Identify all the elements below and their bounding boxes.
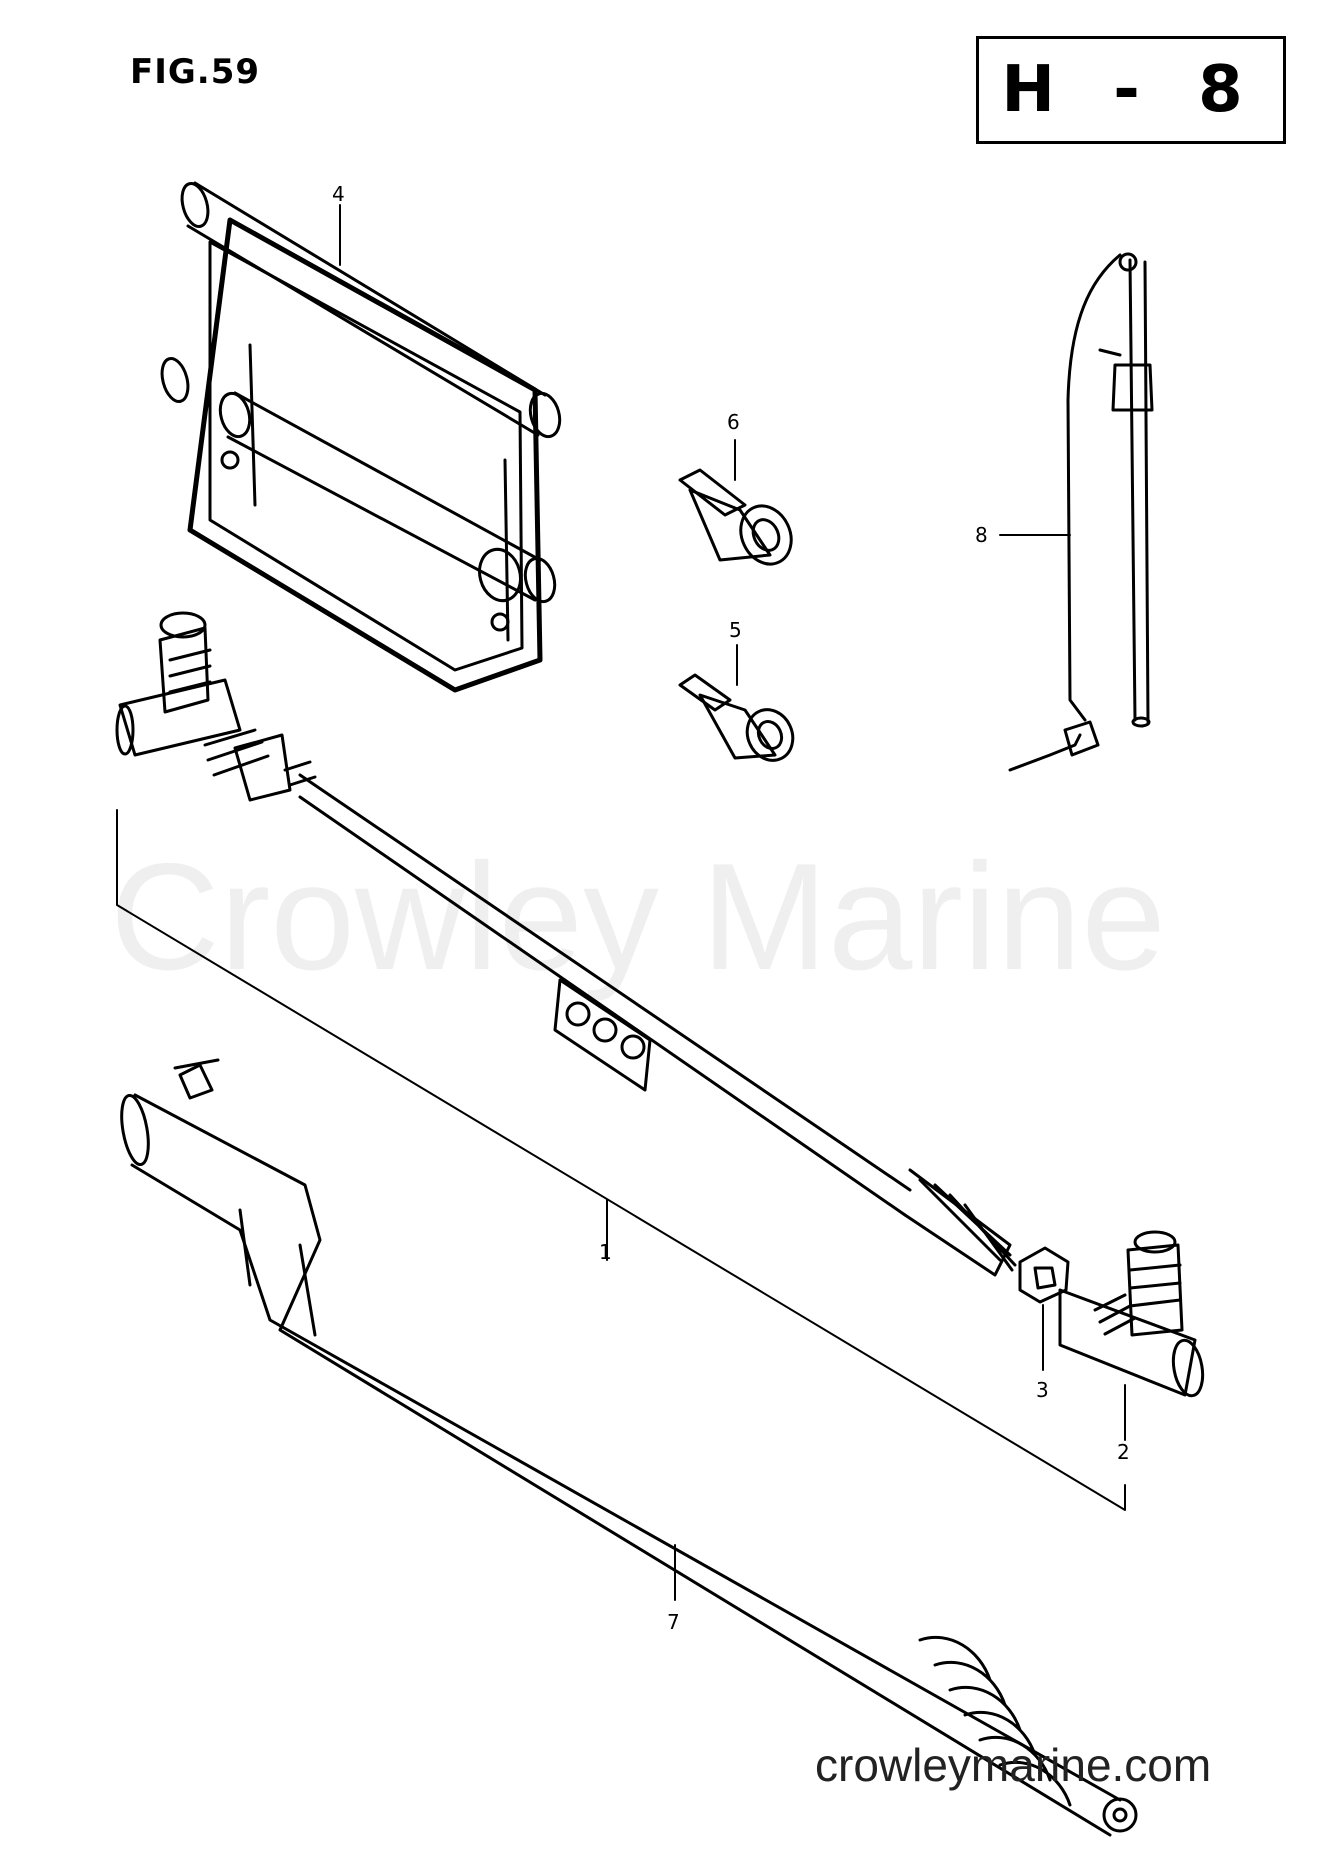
part-8-link xyxy=(1008,252,1154,772)
part-1-tie-rod xyxy=(115,611,1017,1277)
leader-lines xyxy=(116,204,1126,1601)
watermark: Crowley Marine xyxy=(110,832,1166,1002)
part-4-bracket xyxy=(160,181,562,693)
callout-2: 2 xyxy=(1117,1440,1130,1464)
part-6-bushing xyxy=(678,468,793,566)
section-code-box: H - 8 xyxy=(976,36,1286,144)
part-2-rod-end xyxy=(1058,1230,1205,1398)
part-3-nut xyxy=(1018,1246,1070,1304)
callout-8: 8 xyxy=(975,523,988,547)
part-5-bushing xyxy=(678,673,795,762)
callout-1: 1 xyxy=(599,1240,612,1264)
callout-4: 4 xyxy=(332,182,345,206)
callout-6: 6 xyxy=(727,410,740,434)
part-7-handle xyxy=(120,1058,1138,1837)
section-code: H - 8 xyxy=(1001,53,1261,127)
callout-5: 5 xyxy=(729,618,742,642)
callout-3: 3 xyxy=(1036,1378,1049,1402)
site-url: crowleymarine.com xyxy=(815,1739,1212,1791)
figure-label: FIG.59 xyxy=(130,52,261,92)
callout-7: 7 xyxy=(667,1610,680,1634)
